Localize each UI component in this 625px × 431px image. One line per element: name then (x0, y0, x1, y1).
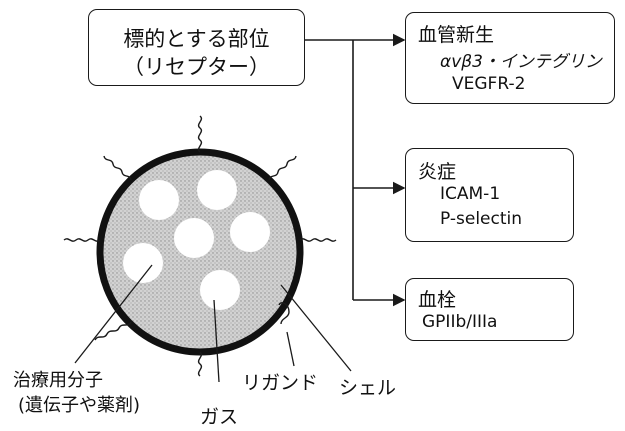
gpiib-label: GPIIb/IIIa (422, 312, 498, 332)
receptor-label: （リセプター） (123, 55, 270, 79)
integrin-label: αvβ3・インテグリン (440, 52, 602, 72)
therapeutic-molecule (230, 212, 270, 252)
therapeutic-molecule (139, 180, 179, 220)
microbubble (96, 148, 304, 356)
thrombus-title: 血栓 (418, 289, 457, 311)
target-site-box: 標的とする部位 （リセプター） (88, 9, 305, 86)
ligand-wave (278, 302, 290, 325)
ligand-wave (197, 351, 203, 377)
ligand-wave (268, 155, 297, 181)
ligand-wave (103, 155, 132, 181)
pselectin-label: P-selectin (440, 209, 523, 229)
pointer-ligand (286, 331, 295, 367)
target-site-label: 標的とする部位 (123, 27, 270, 51)
ligand-wave (197, 115, 203, 153)
icam1-label: ICAM-1 (440, 184, 501, 204)
therapeutic-molecule (197, 170, 237, 210)
inflammation-box: 炎症 ICAM-1 P-selectin (405, 148, 574, 242)
therapeutic-molecule-note: (遺伝子や薬剤) (18, 395, 141, 416)
angiogenesis-title: 血管新生 (418, 24, 495, 46)
therapeutic-molecule-label: 治療用分子 (13, 370, 103, 391)
pointer-therapeutic (74, 264, 153, 364)
inflammation-title: 炎症 (418, 161, 457, 183)
connector-lines (305, 33, 406, 307)
angiogenesis-box: 血管新生 αvβ3・インテグリン VEGFR-2 (405, 12, 615, 104)
ligand-wave (63, 238, 101, 242)
ligands (63, 115, 337, 377)
therapeutic-molecule (174, 218, 214, 258)
pointer-lines (74, 264, 352, 383)
therapeutic-molecule (200, 270, 240, 310)
thrombus-box: 血栓 GPIIb/IIIa (405, 278, 574, 341)
ligand-label: リガンド (242, 372, 319, 394)
ligand-wave (299, 238, 337, 242)
pointer-gas (213, 299, 220, 383)
pointer-shell (280, 284, 352, 372)
gas-label: ガス (200, 406, 239, 428)
ligand-wave (94, 321, 132, 341)
vegfr2-label: VEGFR-2 (452, 74, 526, 94)
shell-label: シェル (339, 377, 397, 399)
therapeutic-molecule (123, 243, 163, 283)
